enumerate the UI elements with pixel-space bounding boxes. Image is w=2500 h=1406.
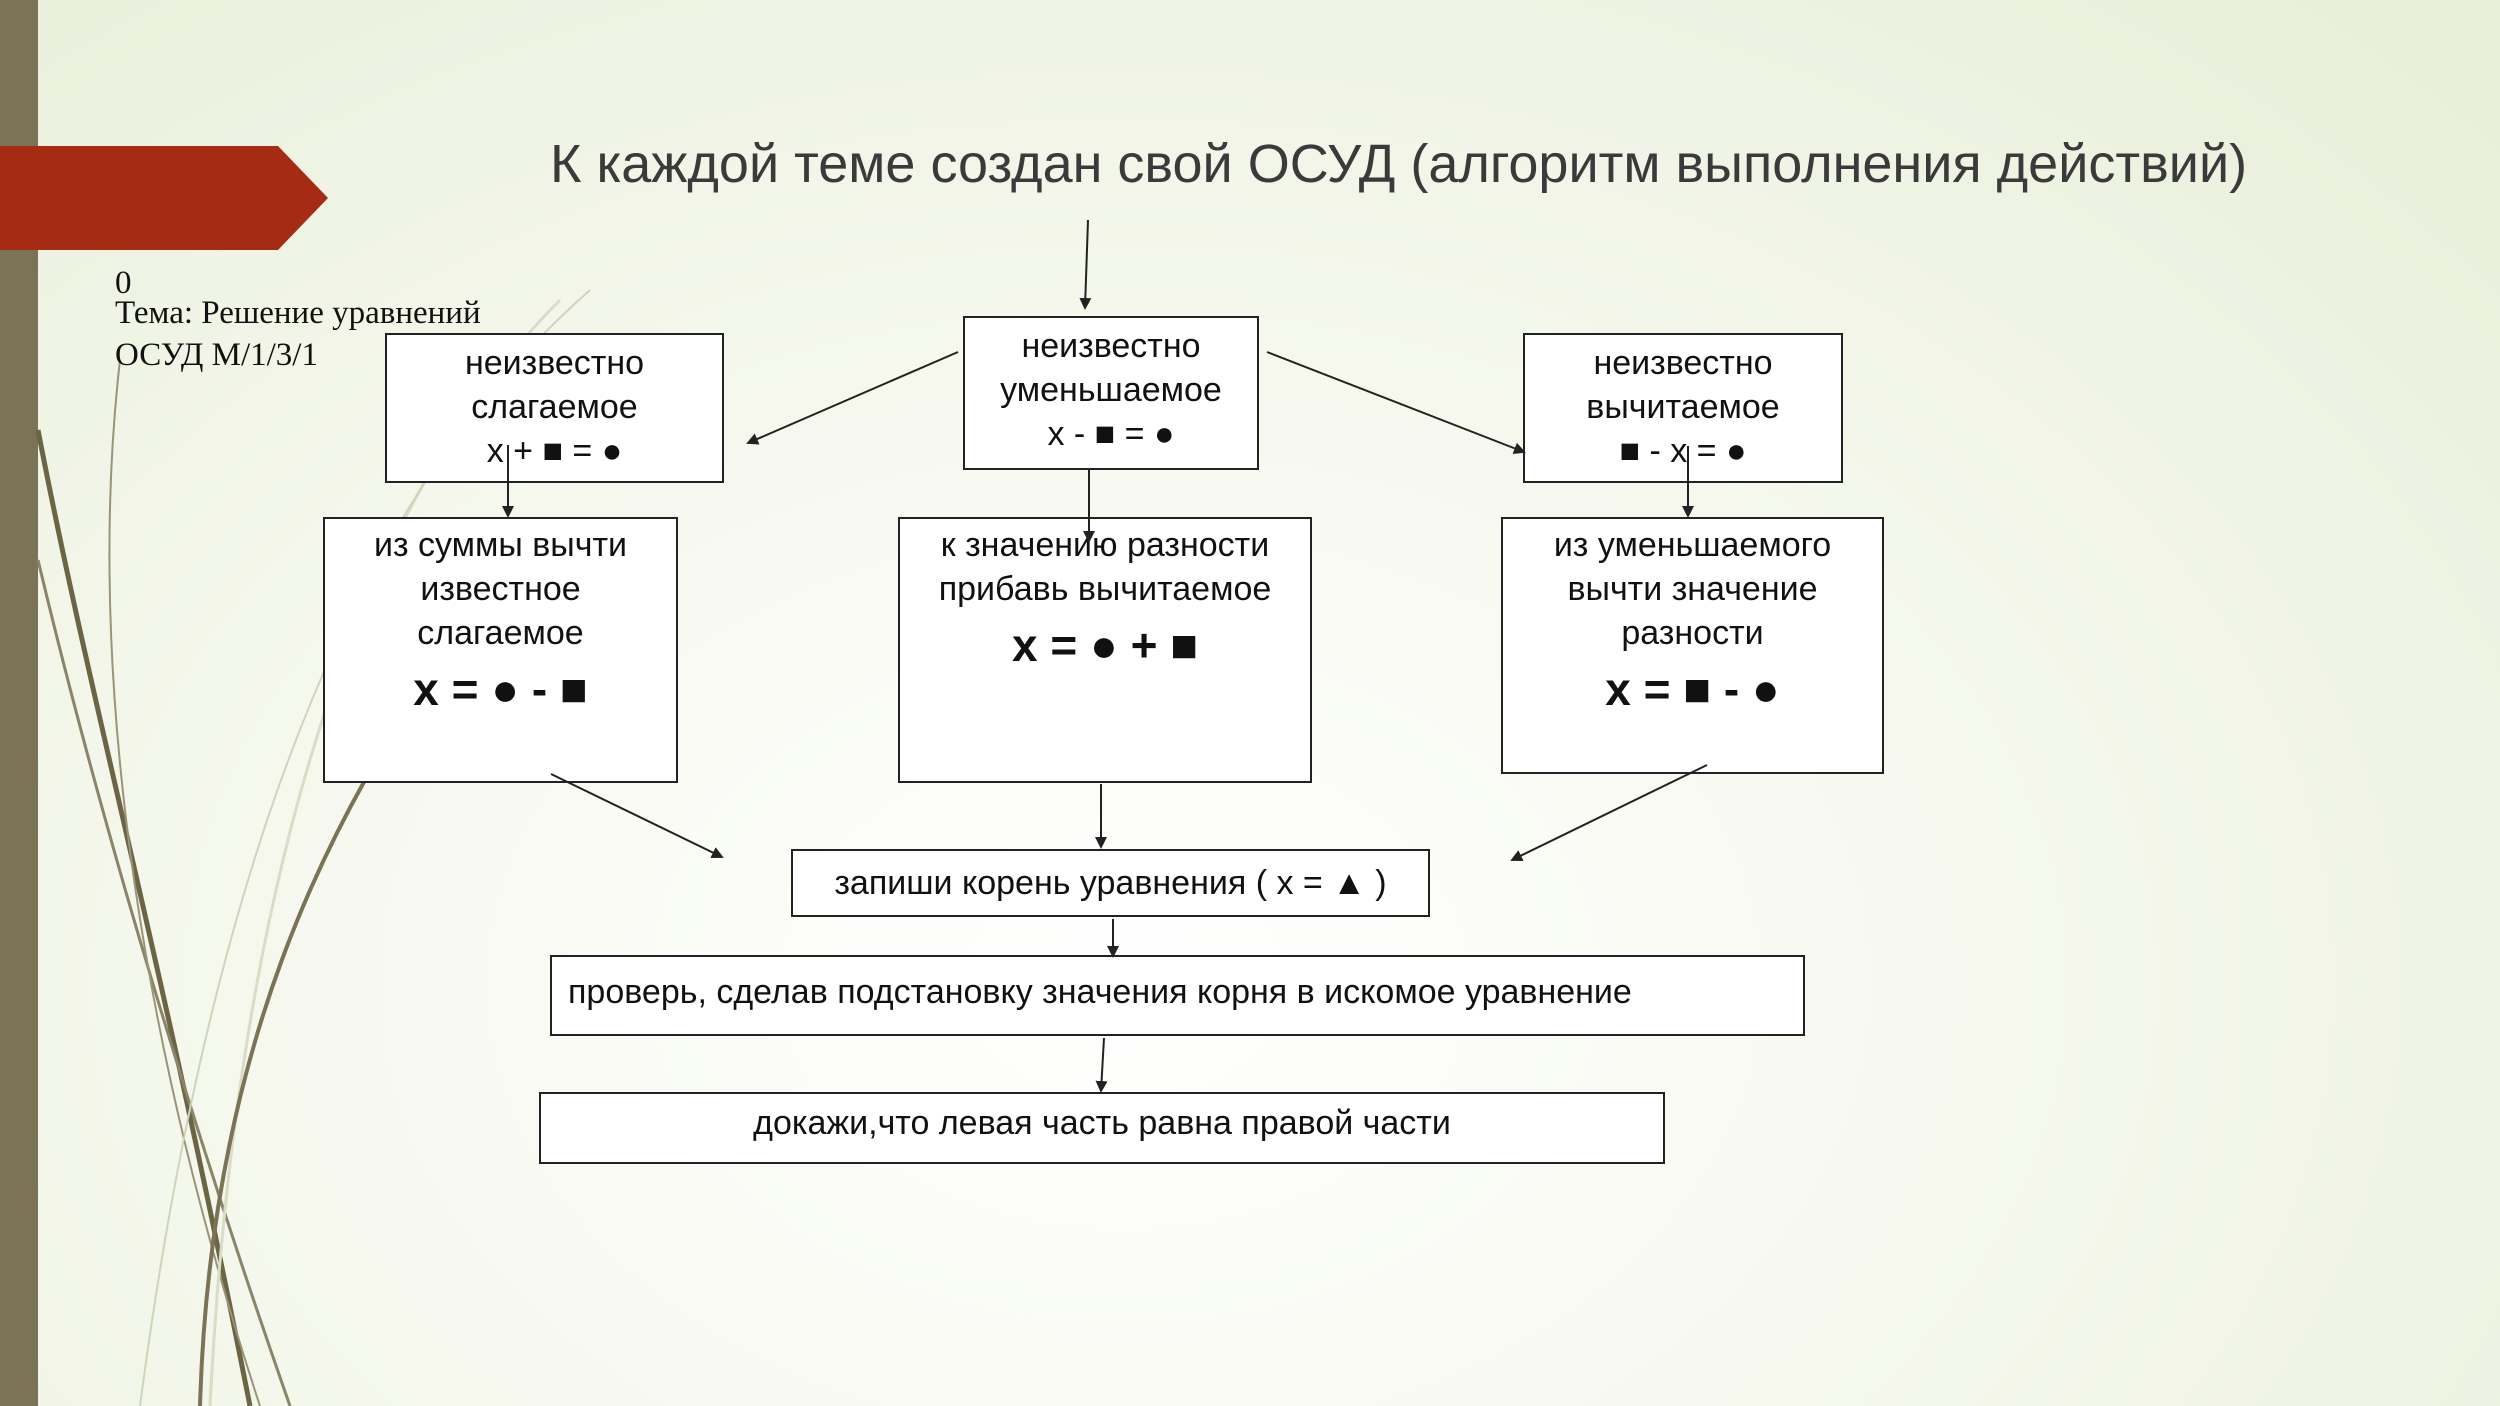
prove-equality-step-box: докажи,что левая часть равна правой част… xyxy=(539,1092,1665,1164)
box-line: неизвестно xyxy=(1593,344,1773,382)
unknown-addend-box: неизвестно слагаемое х + ■ = ● xyxy=(385,333,724,483)
box-line: из суммы вычти xyxy=(373,526,628,564)
box-line: вычитаемое xyxy=(1586,388,1780,426)
unknown-subtrahend-box: неизвестно вычитаемое ■ - х = ● xyxy=(1523,333,1843,483)
arrow-minuend-to-addend xyxy=(746,351,959,445)
box-formula: х = ■ - ● xyxy=(1605,663,1780,715)
check-substitution-step-box: проверь, сделав подстановку значения кор… xyxy=(550,955,1805,1036)
title-banner xyxy=(0,146,328,250)
write-root-step-box: запиши корень уравнения ( х = ▲ ) xyxy=(791,849,1430,917)
box-line: прибавь вычитаемое xyxy=(938,570,1272,608)
box-formula: х = ● + ■ xyxy=(1012,619,1198,671)
box-line: вычти значение xyxy=(1567,570,1818,608)
box-line: разности xyxy=(1621,614,1764,652)
arrow-title-to-minuend xyxy=(1079,219,1092,310)
step-text: докажи,что левая часть равна правой част… xyxy=(753,1104,1451,1142)
box-line: неизвестно xyxy=(1021,327,1201,365)
step-text: проверь, сделав подстановку значения кор… xyxy=(568,973,1632,1011)
arrow-left-rule-to-root xyxy=(550,773,724,859)
box-formula: х + ■ = ● xyxy=(486,432,623,470)
slide-title: К каждой теме создан свой ОСУД (алгоритм… xyxy=(550,134,2248,194)
box-line: к значению разности xyxy=(940,526,1270,564)
box-line: уменьшаемое xyxy=(1000,371,1222,409)
box-line: слагаемое xyxy=(417,614,584,652)
box-formula: ■ - х = ● xyxy=(1619,432,1747,470)
box-line: известное xyxy=(420,570,581,608)
box-formula: х = ● - ■ xyxy=(413,663,588,715)
box-line: неизвестно xyxy=(464,344,645,382)
arrow-check-to-prove xyxy=(1095,1037,1108,1093)
step-text: запиши корень уравнения ( х = ▲ ) xyxy=(834,864,1387,902)
box-line: из уменьшаемого xyxy=(1553,526,1832,564)
arrow-right-rule-to-root xyxy=(1510,764,1708,862)
algorithm-code: ОСУД М/1/3/1 xyxy=(115,337,318,373)
box-line: слагаемое xyxy=(471,388,638,426)
subtract-addend-rule-box: из суммы вычти известное слагаемое х = ●… xyxy=(323,517,678,783)
add-subtrahend-rule-box: к значению разности прибавь вычитаемое х… xyxy=(898,517,1312,783)
unknown-minuend-box: неизвестно уменьшаемое х - ■ = ● xyxy=(963,316,1259,470)
page-number: 0 xyxy=(115,265,132,301)
topic-label: Тема: Решение уравнений xyxy=(115,295,481,331)
box-formula: х - ■ = ● xyxy=(1047,415,1175,453)
arrow-minuend-to-subtrahend xyxy=(1266,351,1526,454)
